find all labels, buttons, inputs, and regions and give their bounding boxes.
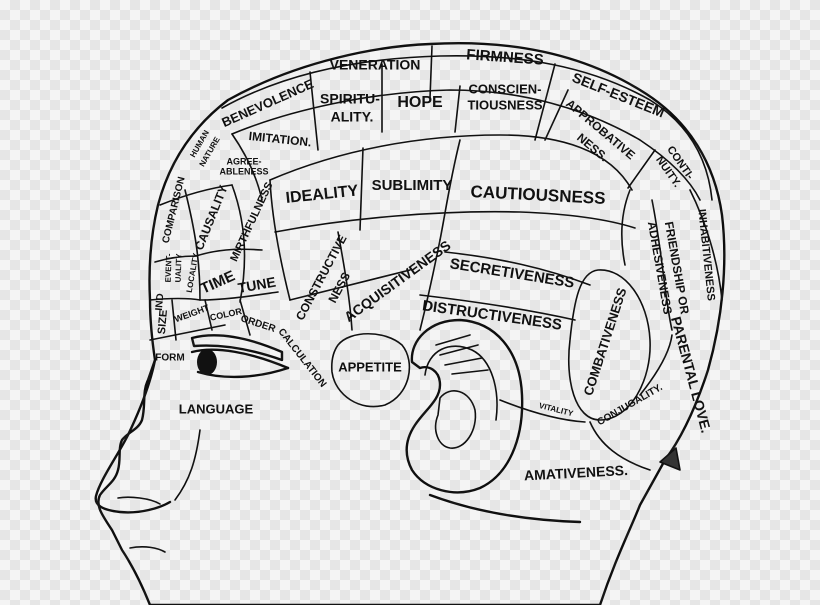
label-weight: WEIGHT xyxy=(173,302,211,324)
label-combativeness: COMBATIVENESS xyxy=(580,286,629,398)
label-veneration: VENERATION xyxy=(330,57,421,73)
cheek-line xyxy=(174,429,201,501)
label-eventuality-line2: UALITY xyxy=(174,253,184,283)
label-time: TIME xyxy=(198,267,238,297)
label-spirituality-line2: ALITY. xyxy=(331,109,374,125)
label-secretiveness: SECRETIVENESS xyxy=(449,255,576,291)
eye-iris xyxy=(197,349,217,375)
label-cautiousness: CAUTIOUSNESS xyxy=(470,182,606,208)
eyebrow xyxy=(190,334,284,362)
label-imitation: IMITATION. xyxy=(248,129,312,149)
label-benevolence: BENEVOLENCE xyxy=(219,76,316,130)
label-causality: CAUSALITY xyxy=(192,183,231,252)
ear xyxy=(405,318,524,494)
label-conscientiousness-line1: CONSCIEN- xyxy=(469,81,542,96)
label-firmness: FIRMNESS xyxy=(466,46,545,68)
nostril xyxy=(117,496,161,505)
label-amativeness: AMATIVENESS. xyxy=(524,462,629,483)
faculty-dividers xyxy=(149,45,723,471)
label-agreeableness-line1: AGREE- xyxy=(226,156,261,166)
label-agreeableness-line2: ABLENESS xyxy=(219,166,268,176)
label-calculation: CALCULATION xyxy=(276,327,329,390)
label-locality: LOCALITY xyxy=(185,252,201,294)
label-sublimity: SUBLIMITY xyxy=(372,177,453,194)
label-spirituality-line1: SPIRITU- xyxy=(320,91,380,107)
neck-line xyxy=(428,493,582,524)
label-color: COLOR xyxy=(209,306,243,323)
label-tune: TUNE xyxy=(237,274,277,296)
label-eventuality-line1: EVENT- xyxy=(164,253,174,283)
eye-upper-lid xyxy=(190,348,290,370)
label-conjugality: CONJUGALITY. xyxy=(596,382,665,428)
label-language: LANGUAGE xyxy=(179,401,254,416)
label-order: ORDER xyxy=(239,313,277,335)
label-conscientiousness-line2: TIOUSNESS xyxy=(467,97,542,112)
head-outline xyxy=(97,41,726,605)
label-vitality: VITALITY xyxy=(538,401,575,418)
mouth-line xyxy=(129,545,166,553)
label-destructiveness: DISTRUCTIVENESS xyxy=(421,297,563,333)
label-appetite: APPETITE xyxy=(338,359,402,374)
label-hope: HOPE xyxy=(397,94,443,111)
label-individuality: IND xyxy=(154,293,166,311)
label-form: FORM xyxy=(155,353,184,364)
label-size: SIZE xyxy=(156,309,170,334)
nose-outline xyxy=(94,358,172,514)
label-ideality: IDEALITY xyxy=(285,182,360,207)
